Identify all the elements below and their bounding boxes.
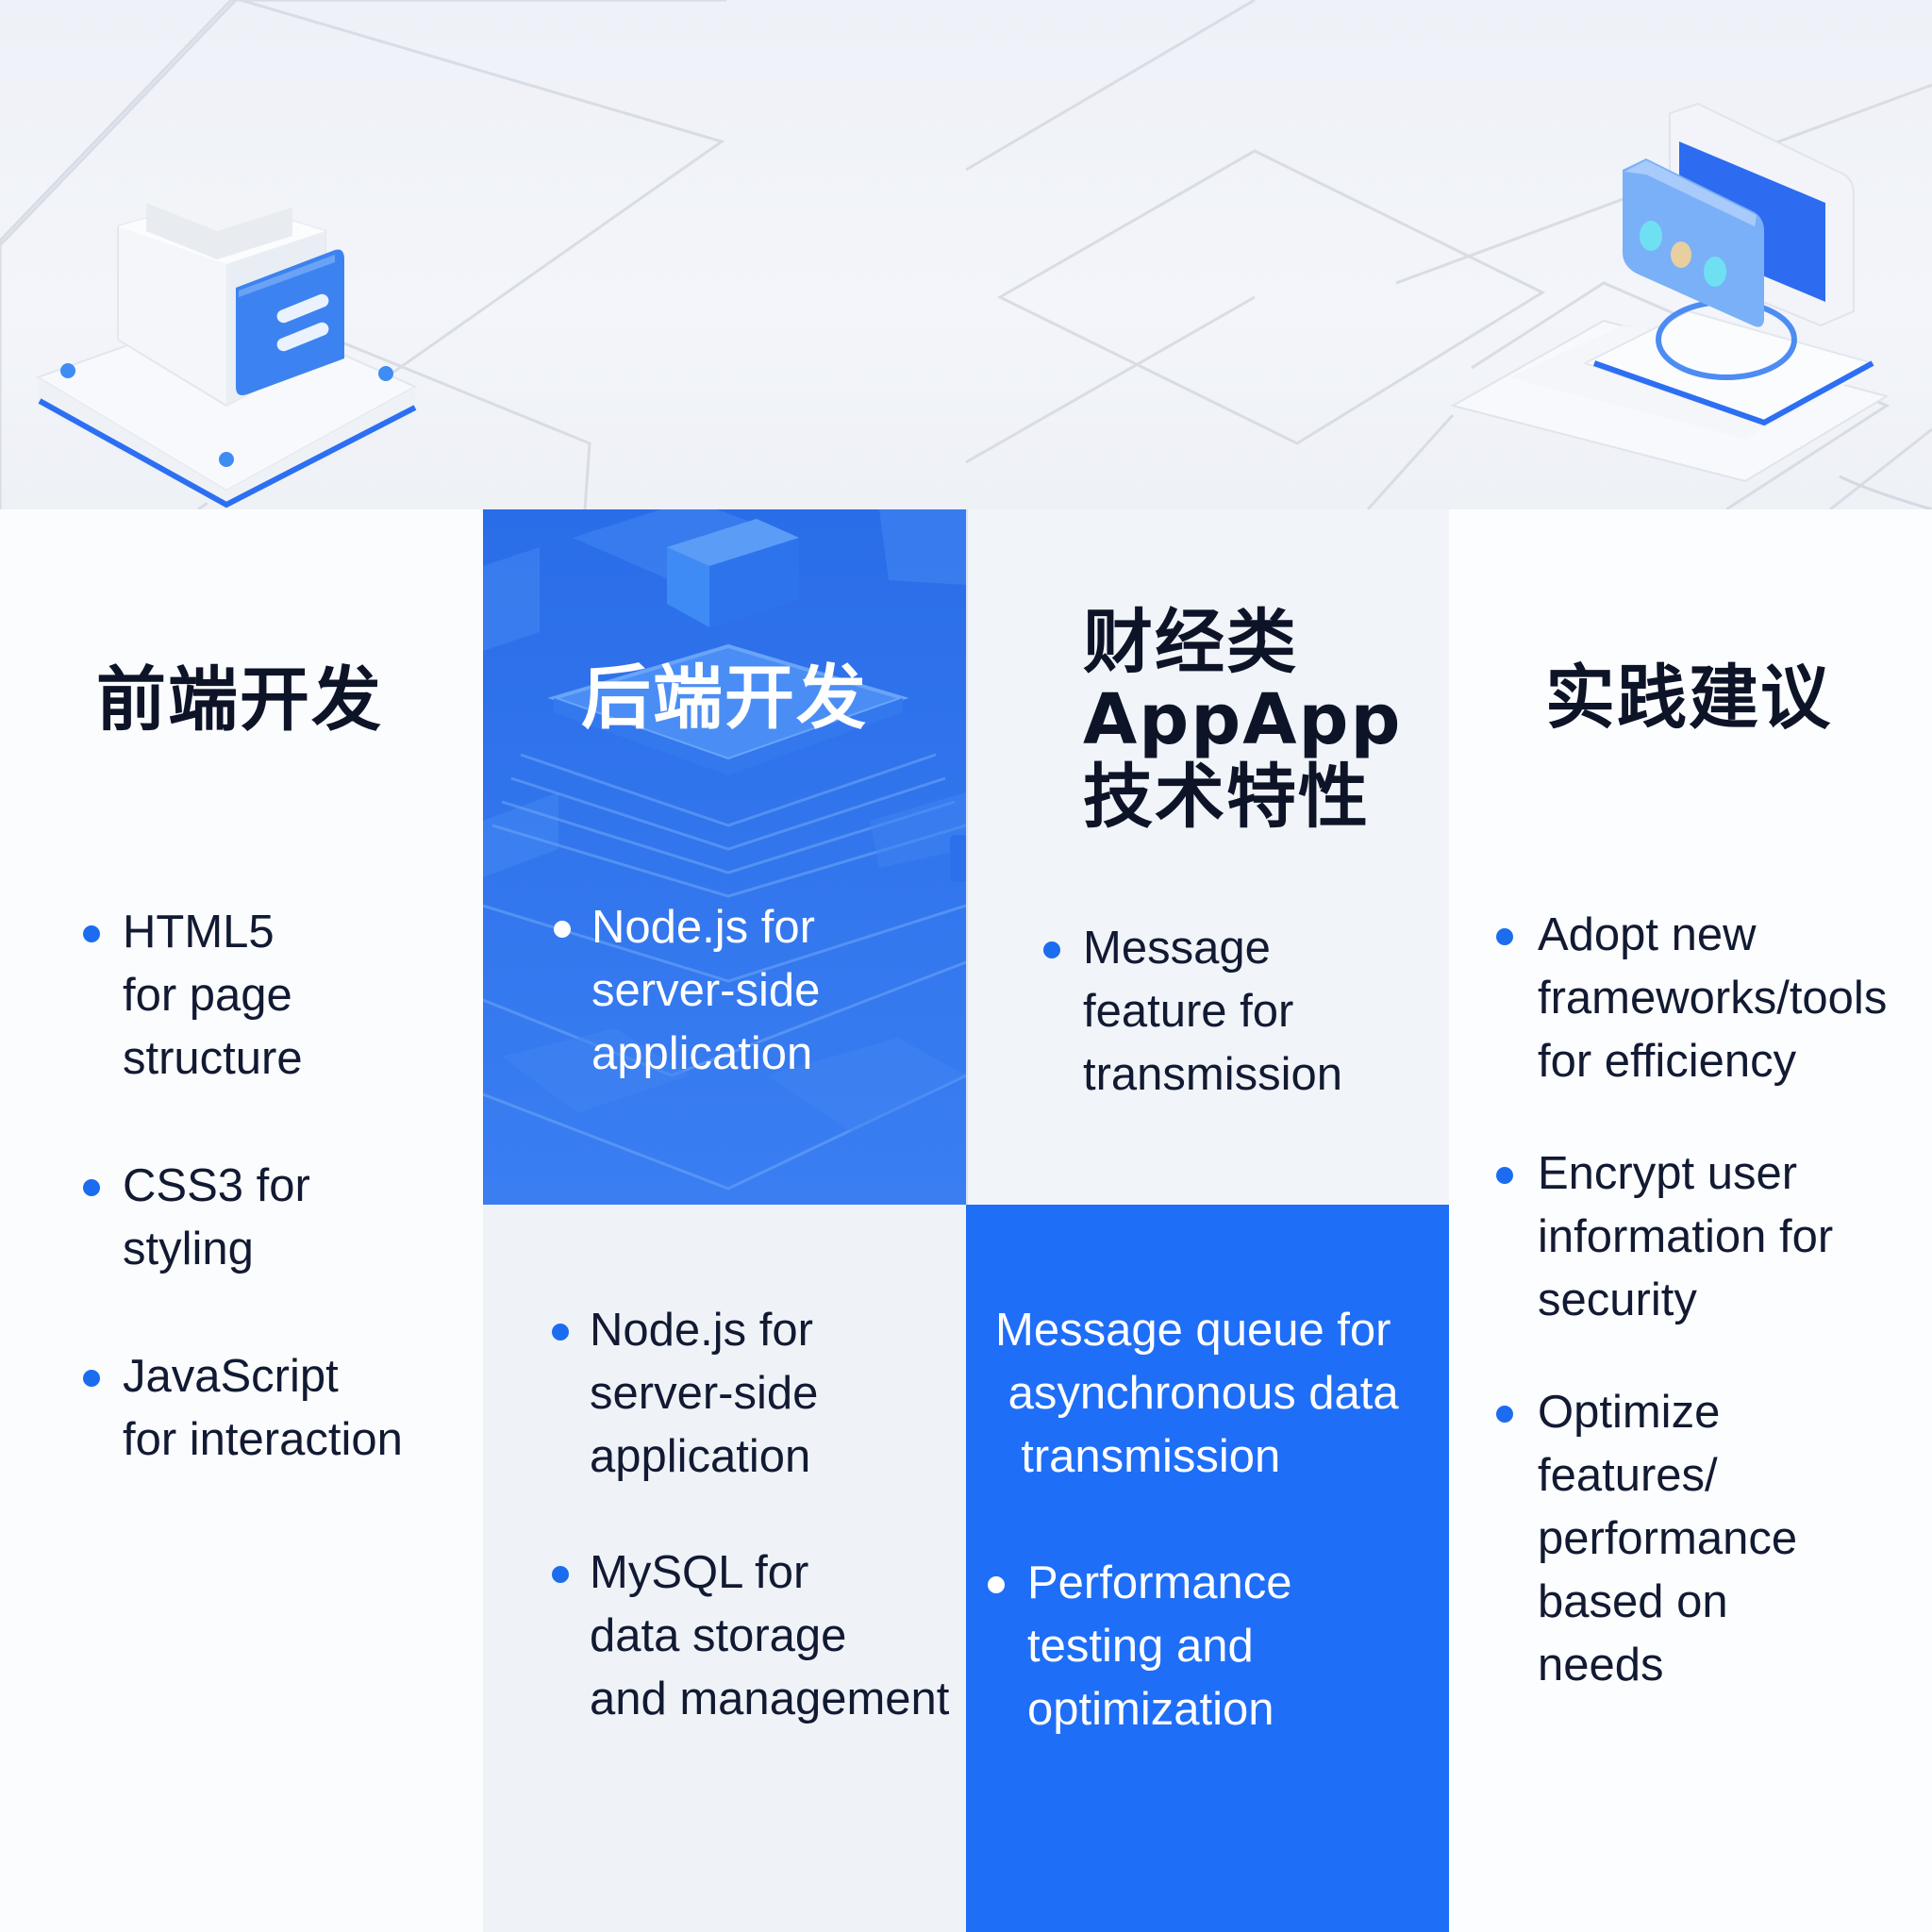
list-item: Optimize features/ performance based on …: [1496, 1381, 1932, 1697]
bullet-icon: [83, 1370, 100, 1387]
list-item: HTML5 for page structure: [83, 901, 472, 1091]
backend-section: 后端开发 Node.js for server-side application: [483, 509, 966, 1205]
frontend-title: 前端开发: [96, 659, 383, 741]
list-item: Adopt new frameworks/tools for efficienc…: [1496, 904, 1932, 1093]
hero-illustration: [0, 0, 1932, 509]
bullet-icon: [554, 921, 571, 938]
bullet-icon: [1496, 1406, 1513, 1423]
list-item: Encrypt user information for security: [1496, 1142, 1932, 1332]
finance-app-list: Message feature for transmission: [1043, 917, 1441, 1107]
server-document-icon: [35, 179, 418, 509]
list-item: MySQL for data storage and management: [552, 1541, 962, 1731]
practice-section: 实践建议 Adopt new frameworks/tools for effi…: [1449, 509, 1932, 1932]
frontend-list: HTML5 for page structure CSS3 for stylin…: [83, 901, 472, 1472]
list-item: JavaScript for interaction: [83, 1345, 472, 1472]
backend-list: Node.js for server-side application: [554, 896, 959, 1086]
backend-details-section: Node.js for server-side application MySQ…: [483, 1205, 966, 1932]
list-item: CSS3 for styling: [83, 1155, 472, 1281]
finance-app-title: 财经类 AppApp 技术特性: [1083, 602, 1403, 838]
list-item: Node.js for server-side application: [554, 896, 959, 1086]
bullet-icon: [988, 1576, 1005, 1593]
list-item: Message feature for transmission: [1043, 917, 1441, 1107]
list-item: Node.js for server-side application: [552, 1299, 962, 1489]
list-item: Performance testing and optimization: [988, 1552, 1433, 1741]
content-grid: 前端开发 HTML5 for page structure CSS3 for s…: [0, 509, 1932, 1932]
server-pattern-background: [483, 509, 966, 1205]
finance-app-details-section: Message queue for asynchronous data tran…: [966, 1205, 1449, 1932]
message-queue-text: Message queue for asynchronous data tran…: [995, 1305, 1399, 1482]
bullet-icon: [83, 1179, 100, 1196]
finance-app-section: 财经类 AppApp 技术特性 Message feature for tran…: [966, 509, 1449, 1205]
frontend-section: 前端开发 HTML5 for page structure CSS3 for s…: [0, 509, 483, 1932]
bullet-icon: [1043, 941, 1060, 958]
message-display-icon: [1450, 102, 1932, 509]
bullet-icon: [552, 1324, 569, 1341]
practice-title: 实践建议: [1545, 658, 1832, 739]
backend-title: 后端开发: [581, 658, 868, 739]
backend-details-list: Node.js for server-side application MySQ…: [552, 1299, 962, 1731]
bullet-icon: [1496, 928, 1513, 945]
isometric-floor-tiles: [0, 0, 1932, 509]
bullet-icon: [83, 925, 100, 942]
bullet-icon: [552, 1566, 569, 1583]
practice-list: Adopt new frameworks/tools for efficienc…: [1496, 904, 1932, 1697]
finance-app-details-list: Performance testing and optimization: [988, 1552, 1433, 1741]
bullet-icon: [1496, 1167, 1513, 1184]
